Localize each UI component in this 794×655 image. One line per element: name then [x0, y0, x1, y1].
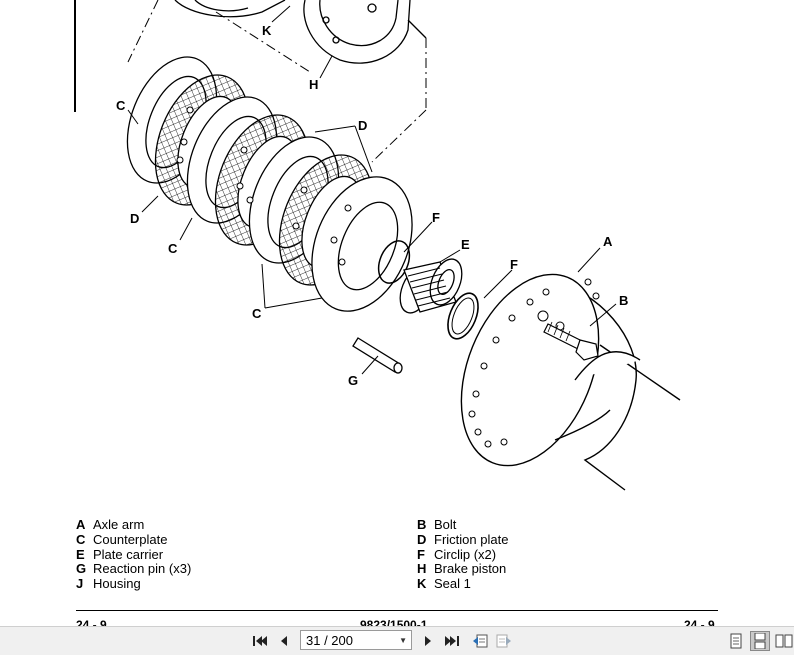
callout-a: A — [603, 234, 613, 249]
facing-pages-view-icon[interactable] — [774, 631, 794, 651]
callout-f: F — [432, 210, 440, 225]
next-page-icon[interactable] — [418, 631, 438, 651]
page-number-field[interactable]: 31 / 200 ▼ — [300, 630, 412, 650]
footer-page-right: 24 - 9 — [684, 618, 715, 626]
footer-doc-number: 9823/1500-1 — [360, 618, 428, 626]
go-forward-icon[interactable] — [494, 631, 514, 651]
go-back-icon[interactable] — [470, 631, 490, 651]
chevron-down-icon[interactable]: ▼ — [399, 636, 407, 645]
continuous-view-icon[interactable] — [750, 631, 770, 651]
callout-f: F — [510, 257, 518, 272]
footer-rule — [76, 610, 718, 611]
callout-d: D — [130, 211, 139, 226]
callout-c: C — [252, 306, 262, 321]
callout-c: C — [116, 98, 126, 113]
callout-k: K — [262, 23, 272, 38]
callout-h: H — [309, 77, 318, 92]
footer-page-left: 24 - 9 — [76, 618, 107, 626]
callout-g: G — [348, 373, 358, 388]
callout-d: D — [358, 118, 367, 133]
margin-rule — [74, 0, 76, 112]
first-page-icon[interactable] — [250, 631, 270, 651]
callout-b: B — [619, 293, 628, 308]
single-page-view-icon[interactable] — [726, 631, 746, 651]
viewer-toolbar: 31 / 200 ▼ — [0, 626, 794, 655]
last-page-icon[interactable] — [442, 631, 462, 651]
exploded-view-diagram: K H C D D C F E F A B C G — [116, 0, 681, 491]
callout-e: E — [461, 237, 470, 252]
prev-page-icon[interactable] — [274, 631, 294, 651]
callout-c: C — [168, 241, 178, 256]
